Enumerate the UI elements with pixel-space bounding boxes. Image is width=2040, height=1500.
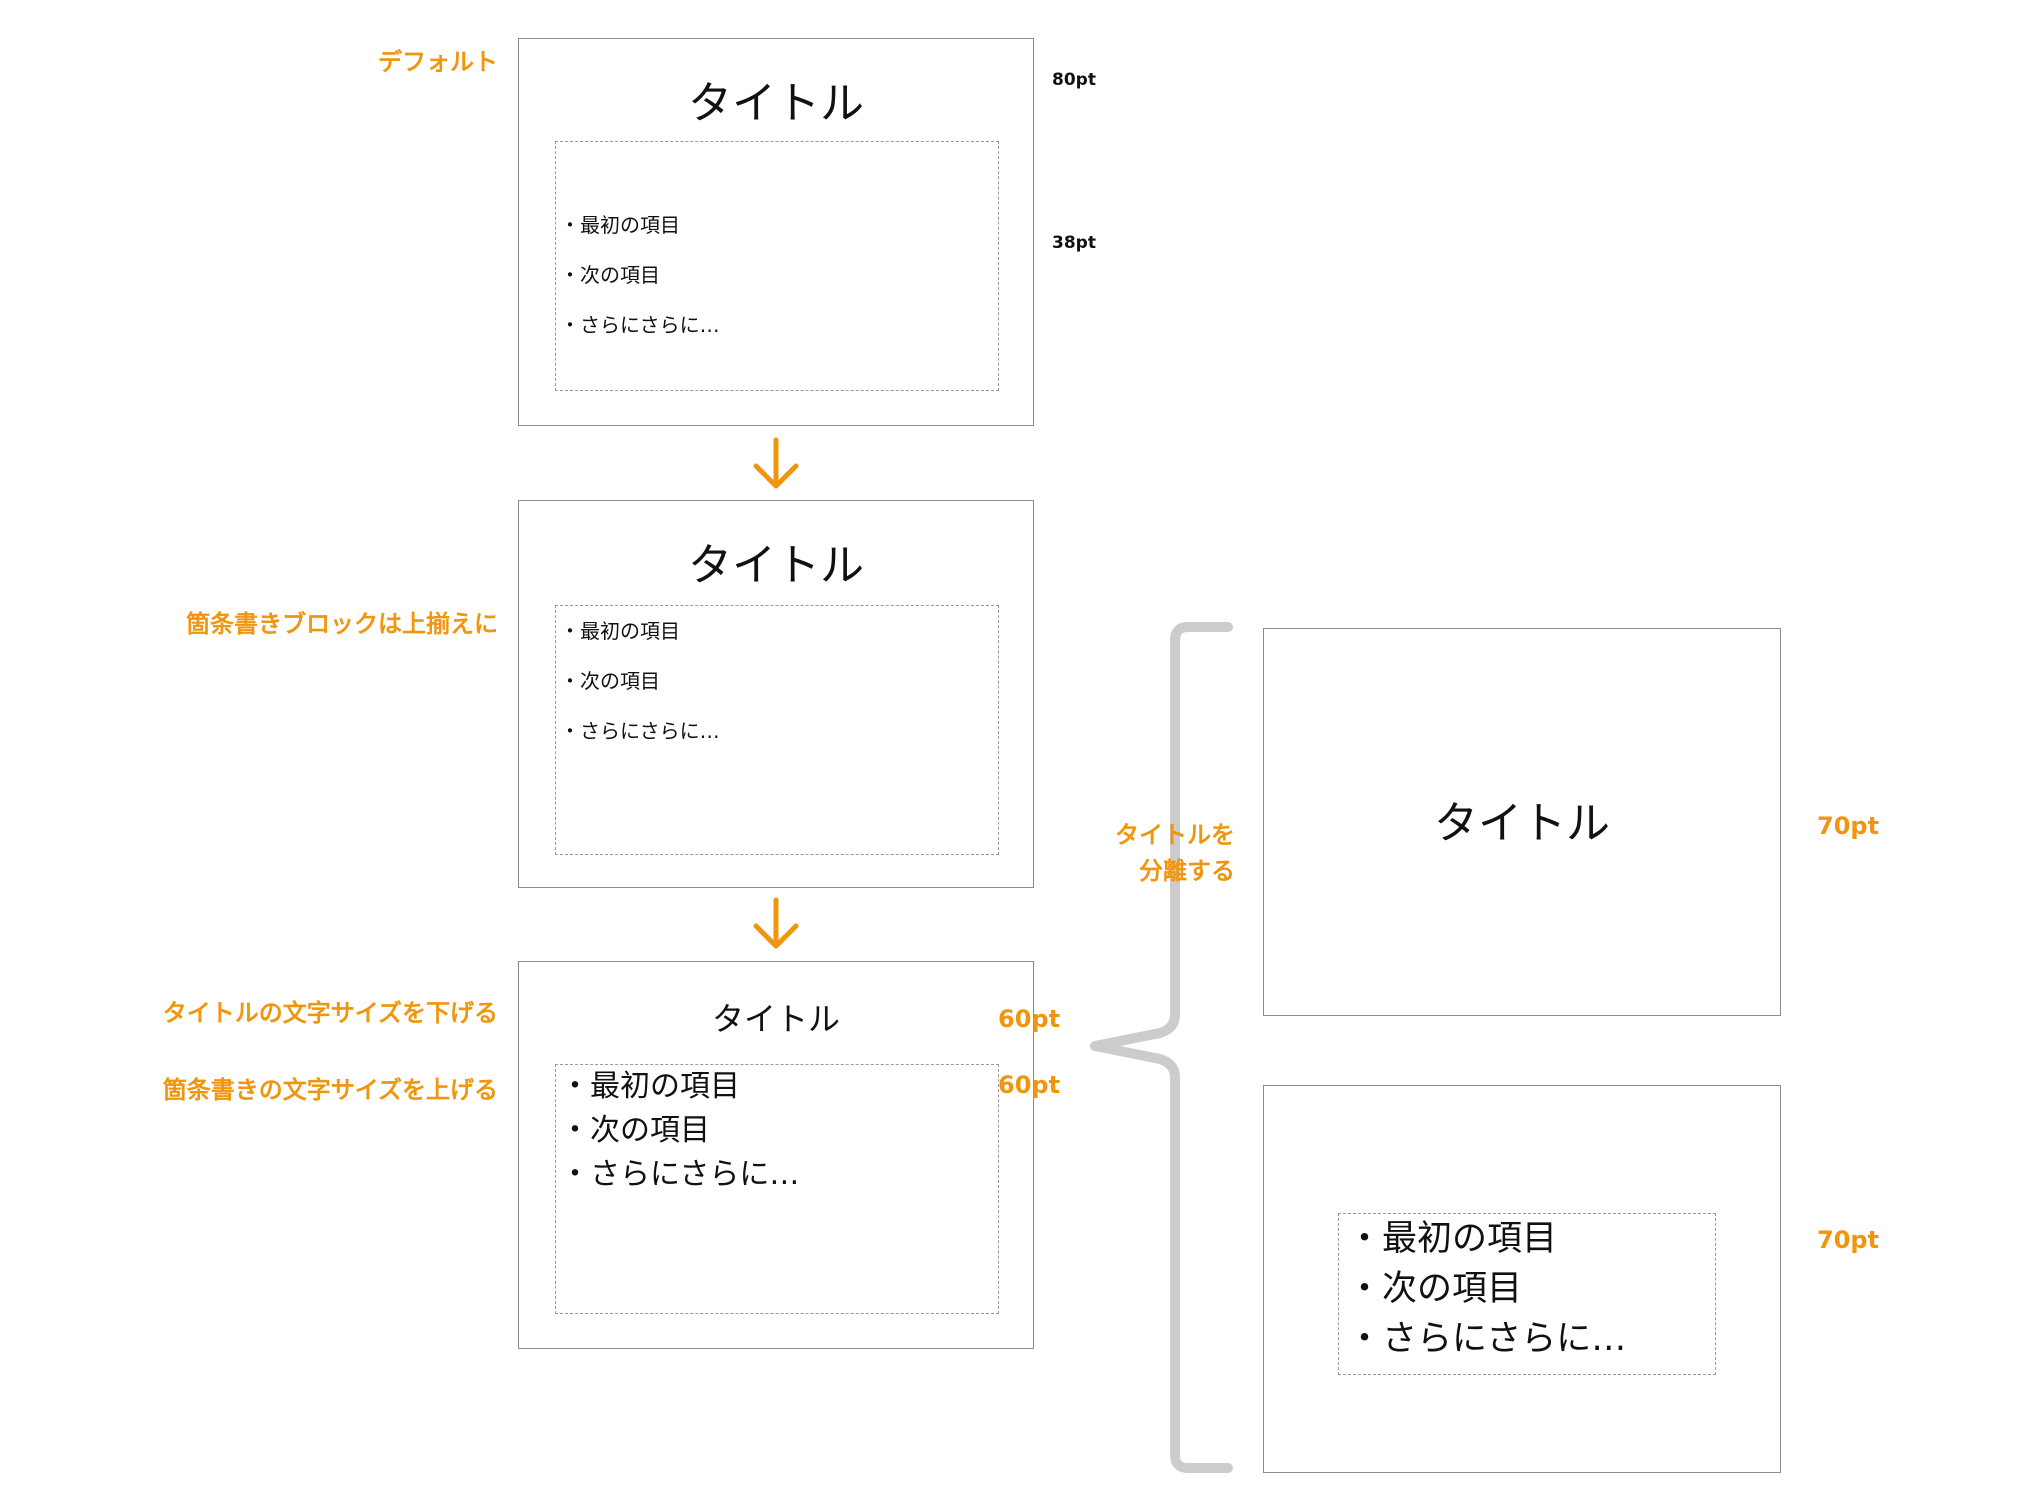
bullet-item: ・次の項目 [560,263,660,287]
bullet-list: ・最初の項目 ・次の項目 ・さらにさらに… [1347,1214,1715,1364]
slide-title-only: タイトル [1263,628,1781,1016]
slide-top-aligned: タイトル ・最初の項目 ・次の項目 ・さらにさらに… [518,500,1034,888]
body-size-label: 60pt [998,1071,1061,1099]
bullet-block: ・最初の項目 ・次の項目 ・さらにさらに… [1338,1213,1716,1375]
split-label-line1: タイトルを [1115,821,1235,849]
slide-title: タイトル [1434,798,1610,849]
bullet-size-up-label: 箇条書きの文字サイズを上げる [162,1076,498,1104]
slide-resized: タイトル ・最初の項目 ・次の項目 ・さらにさらに… [518,961,1034,1349]
bullet-block: ・最初の項目 ・次の項目 ・さらにさらに… [555,1064,999,1314]
bullet-item: ・さらにさらに… [1347,1319,1627,1359]
bullet-list: ・最初の項目 ・次の項目 ・さらにさらに… [560,200,998,350]
split-label-line2: 分離する [1139,857,1235,885]
bullet-item: ・さらにさらに… [560,313,720,337]
bullet-item: ・次の項目 [560,1113,710,1148]
title-size-label: 60pt [998,1005,1061,1033]
step-top-aligned-label: 箇条書きブロックは上揃えに [186,610,498,638]
slide-title: タイトル [688,540,864,591]
bullet-list: ・最初の項目 ・次の項目 ・さらにさらに… [560,1065,998,1197]
bullet-item: ・最初の項目 [560,1069,740,1104]
slide-bullets-only: ・最初の項目 ・次の項目 ・さらにさらに… [1263,1085,1781,1473]
body-size-label: 70pt [1817,1226,1880,1254]
bullet-item: ・次の項目 [1347,1269,1523,1309]
slide-title: タイトル [688,78,864,129]
step-default-label: デフォルト [378,48,498,76]
bullet-block: ・最初の項目 ・次の項目 ・さらにさらに… [555,141,999,391]
bullet-block: ・最初の項目 ・次の項目 ・さらにさらに… [555,605,999,855]
curly-brace-icon [1090,622,1233,1473]
bullet-item: ・最初の項目 [560,213,680,237]
bullet-item: ・最初の項目 [560,619,680,643]
bullet-item: ・さらにさらに… [560,719,720,743]
bullet-item: ・さらにさらに… [560,1157,800,1192]
title-size-label: 80pt [1052,70,1096,90]
bullet-item: ・最初の項目 [1347,1219,1558,1259]
arrow-down-icon [753,897,799,949]
arrow-down-icon [753,437,799,489]
bullet-list: ・最初の項目 ・次の項目 ・さらにさらに… [560,606,998,756]
bullet-item: ・次の項目 [560,669,660,693]
body-size-label: 38pt [1052,233,1096,253]
title-size-label: 70pt [1817,812,1880,840]
title-size-down-label: タイトルの文字サイズを下げる [162,999,498,1027]
slide-title: タイトル [711,1000,840,1038]
slide-default: タイトル ・最初の項目 ・次の項目 ・さらにさらに… [518,38,1034,426]
